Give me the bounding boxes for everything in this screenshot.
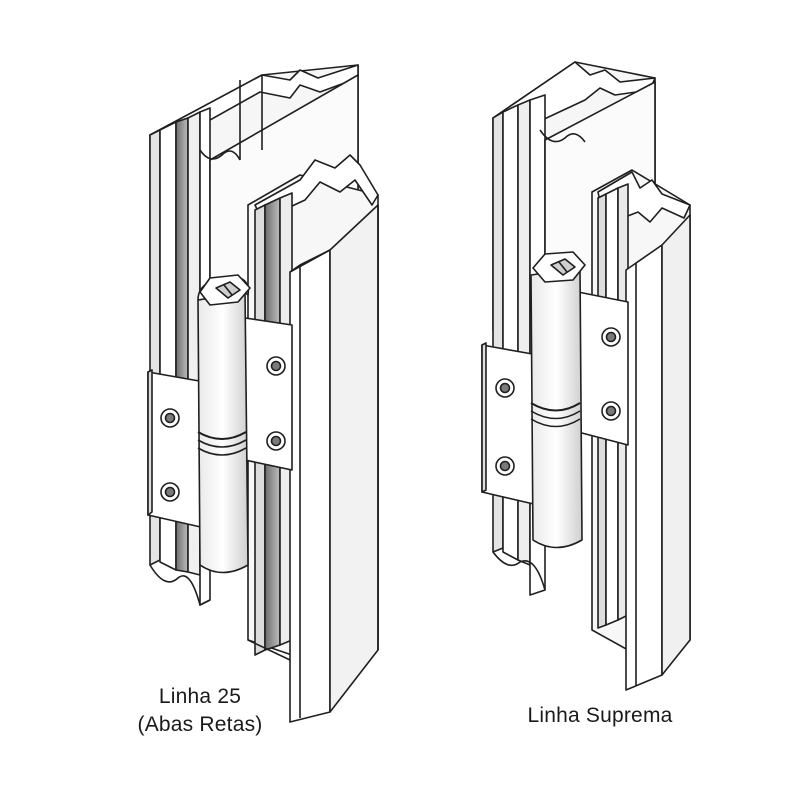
caption-linha-suprema-title: Linha Suprema xyxy=(527,704,673,727)
sash-profile-left xyxy=(247,154,379,723)
hinge-right xyxy=(481,251,629,549)
caption-linha-25-subtitle: (Abas Retas) xyxy=(137,713,263,736)
caption-linha-suprema: Linha Suprema xyxy=(490,702,710,730)
linha-25-hinge-assembly xyxy=(147,64,379,723)
hinge-left xyxy=(147,274,293,574)
linha-suprema-hinge-assembly xyxy=(481,61,691,691)
caption-linha-25-title: Linha 25 xyxy=(158,685,242,708)
caption-linha-25: Linha 25 (Abas Retas) xyxy=(90,683,310,739)
